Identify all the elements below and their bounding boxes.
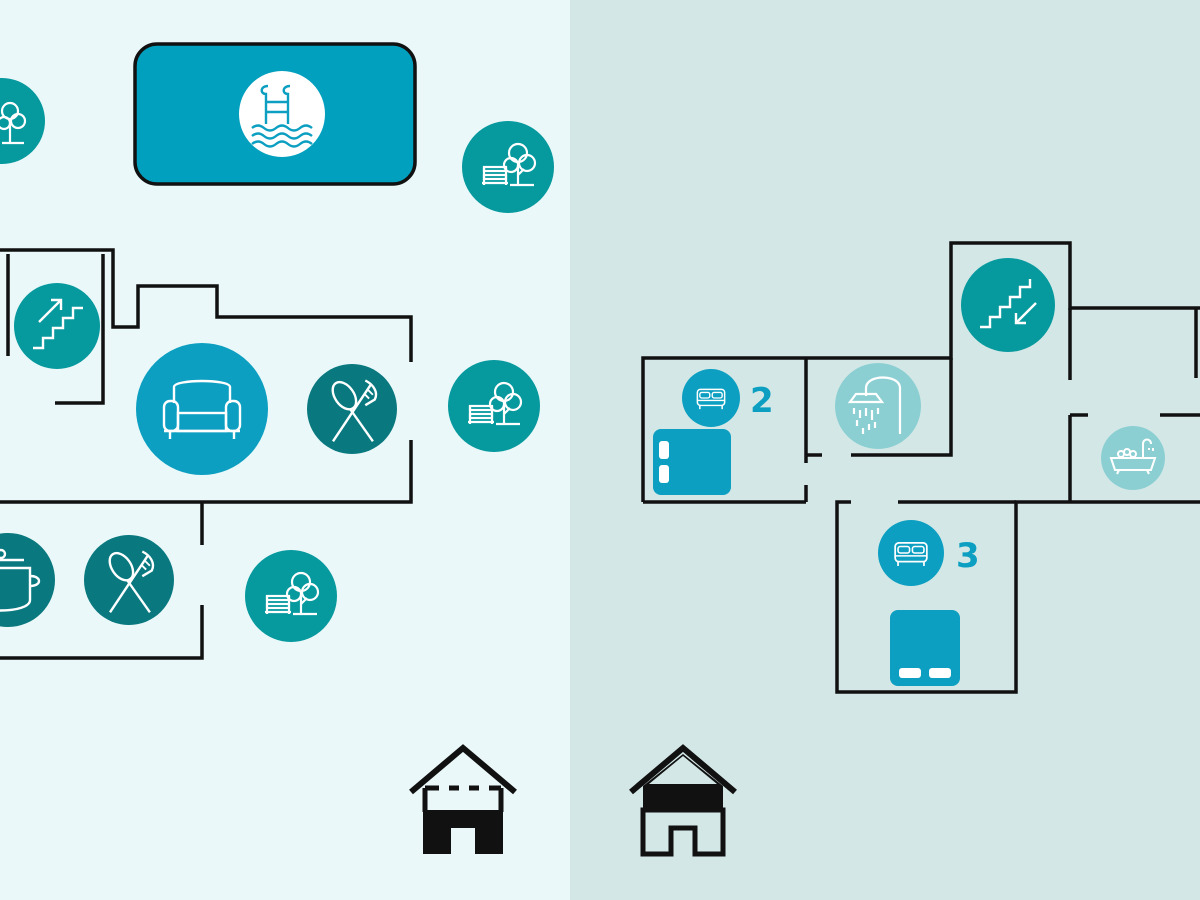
upper-floor-house-icon[interactable] <box>629 744 737 857</box>
living-room-icon[interactable] <box>136 343 268 475</box>
pool-icon <box>239 71 325 157</box>
bed-icon[interactable] <box>890 610 960 686</box>
bedroom-number: 3 <box>956 536 980 576</box>
terrace-icon[interactable] <box>245 550 337 642</box>
bathtub-icon[interactable] <box>1101 426 1165 490</box>
shower-icon[interactable] <box>835 363 921 449</box>
bedroom-number: 2 <box>750 381 774 421</box>
kitchen-icon[interactable] <box>0 533 55 627</box>
bedroom-icon[interactable] <box>878 520 944 586</box>
upper-floor-walls <box>641 241 1200 694</box>
ground-floor-walls <box>0 248 413 660</box>
dining-icon[interactable] <box>307 364 397 454</box>
garden-icon[interactable] <box>462 121 554 213</box>
bed-icon[interactable] <box>653 429 731 495</box>
dining-icon[interactable] <box>84 535 174 625</box>
garden-icon[interactable] <box>448 360 540 452</box>
stairs-down-icon[interactable] <box>961 258 1055 352</box>
garden-icon[interactable] <box>0 78 45 164</box>
bedroom-icon[interactable] <box>682 369 740 427</box>
ground-floor-house-icon[interactable] <box>409 744 517 854</box>
stairs-up-icon[interactable] <box>14 283 100 369</box>
